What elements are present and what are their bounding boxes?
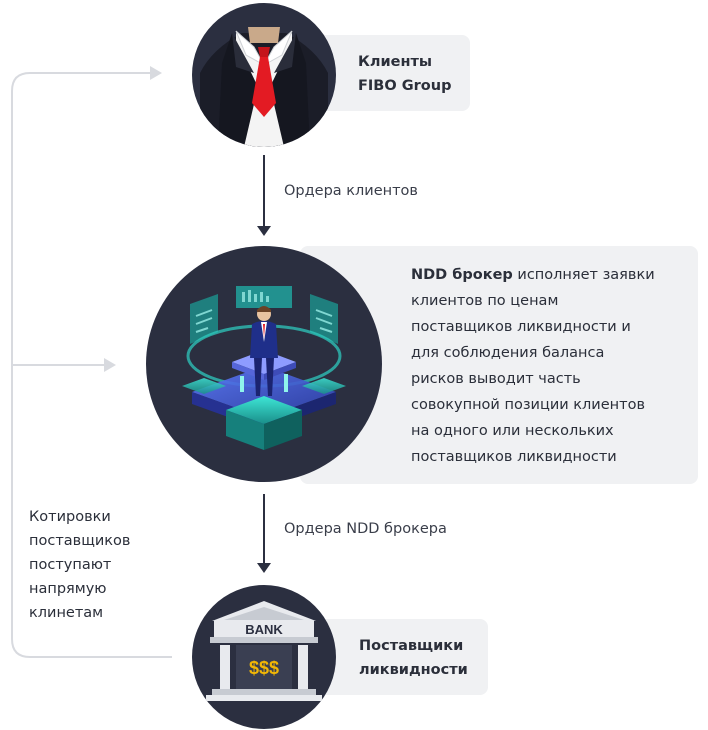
providers-label: Поставщики ликвидности [359, 634, 468, 682]
providers-line-1: Поставщики [359, 638, 464, 654]
clients-label: Клиенты FIBO Group [358, 50, 451, 98]
quotes-note-line-2: поставщиков [29, 533, 131, 549]
broker-line-2: клиентов по ценам [411, 293, 559, 309]
bank-circle: BANK $$$ [192, 585, 336, 729]
bank-money-symbol: $$$ [249, 658, 279, 678]
broker-description: NDD брокер исполняет заявки клиентов по … [411, 262, 691, 470]
broker-line-6: совокупной позиции клиентов [411, 397, 645, 413]
broker-line-5: рисков выводит часть [411, 371, 581, 387]
clients-line-1: Клиенты [358, 54, 433, 70]
broker-title: NDD брокер [411, 267, 513, 283]
quotes-note-line-1: Котировки [29, 509, 111, 525]
client-avatar-circle [192, 3, 336, 147]
ndd-orders-label: Ордера NDD брокера [284, 521, 447, 537]
quotes-note: Котировки поставщиков поступают напрямую… [29, 505, 130, 625]
bank-label: BANK [245, 622, 283, 637]
broker-line-8: поставщиков ликвидности [411, 449, 617, 465]
providers-line-2: ликвидности [359, 662, 468, 678]
trading-platform-icon [182, 286, 346, 450]
clients-line-2: FIBO Group [358, 78, 452, 94]
client-orders-label: Ордера клиентов [284, 183, 418, 199]
broker-line-4: для соблюдения баланса [411, 345, 605, 361]
arrow-client-orders [257, 155, 271, 236]
quotes-note-line-4: напрямую [29, 581, 107, 597]
arrow-ndd-orders [257, 494, 271, 573]
broker-line-1: исполняет заявки [512, 267, 655, 283]
broker-line-7: на одного или нескольких [411, 423, 614, 439]
bank-building-icon: BANK $$$ [206, 601, 322, 701]
quotes-note-line-3: поступают [29, 557, 112, 573]
businessman-suit-icon [200, 27, 328, 147]
broker-line-3: поставщиков ликвидности и [411, 319, 631, 335]
quotes-note-line-5: клинетам [29, 605, 104, 621]
broker-circle [146, 246, 382, 482]
